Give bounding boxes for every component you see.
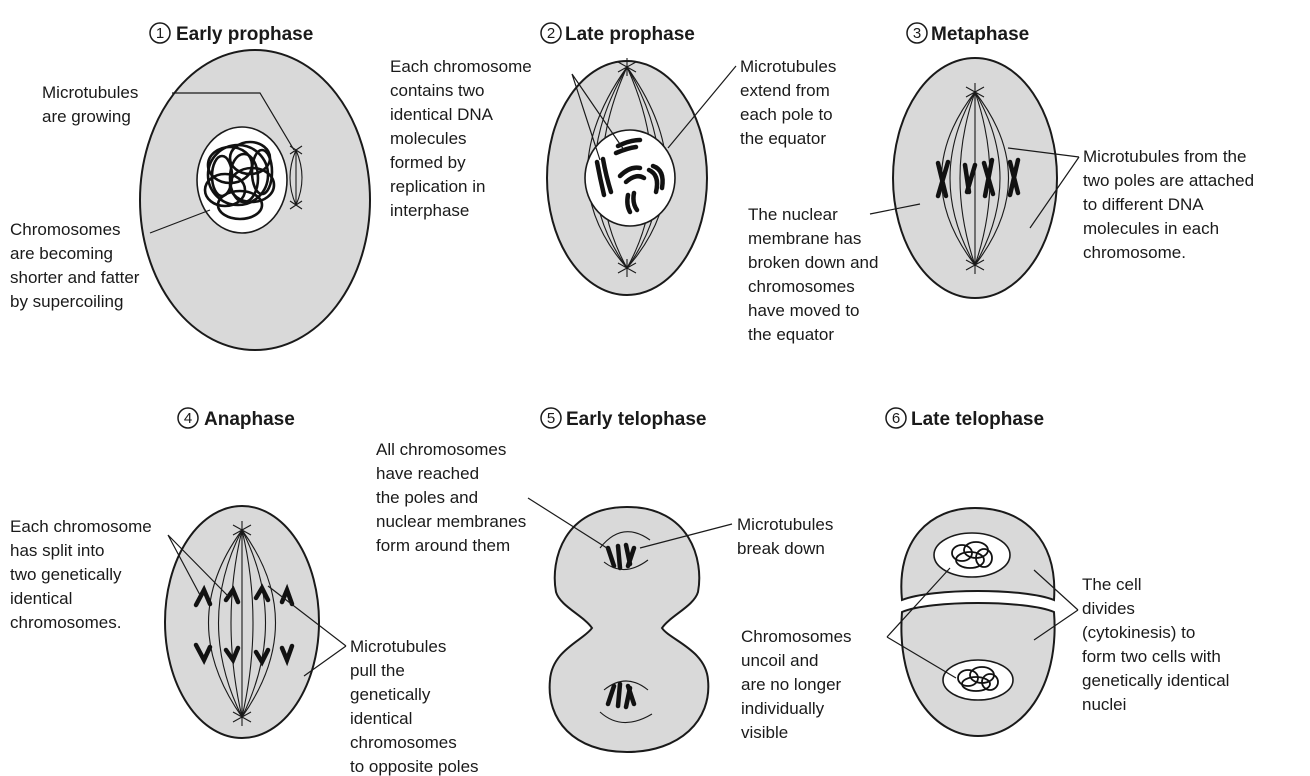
stage-title: Late telophase	[911, 409, 1044, 430]
label-each-chromosome-two-dna: Each chromosome contains two identical D…	[390, 57, 536, 220]
svg-text:4: 4	[184, 410, 192, 427]
label-chromosomes-supercoiling: Chromosomes are becoming shorter and fat…	[10, 220, 144, 311]
label-chromosome-split: Each chromosome has split into two genet…	[10, 517, 156, 632]
label-microtubules-growing: Microtubules are growing	[42, 83, 143, 126]
stage-title: Metaphase	[931, 24, 1029, 45]
label-chromosomes-uncoil: Chromosomes uncoil and are no longer ind…	[741, 627, 856, 742]
svg-text:6: 6	[892, 410, 900, 427]
stage-number-badge: 5	[541, 408, 561, 428]
label-microtubules-break-down: Microtubules break down	[737, 515, 838, 558]
stage-early-prophase: 1 Early prophase Microtubules are growin…	[10, 23, 370, 350]
stage-title: Early prophase	[176, 24, 313, 45]
svg-text:5: 5	[547, 410, 555, 427]
nucleus-top	[934, 533, 1010, 577]
svg-text:2: 2	[547, 25, 555, 42]
stage-title: Late prophase	[565, 24, 695, 45]
stage-title: Anaphase	[204, 409, 295, 430]
stage-number-badge: 1	[150, 23, 170, 43]
svg-text:1: 1	[156, 25, 164, 42]
label-microtubules-extend: Microtubules extend from each pole to th…	[740, 57, 841, 148]
cell-pinching	[550, 507, 709, 752]
stage-late-telophase: 6 Late telophase Chromosomes uncoil and …	[741, 408, 1234, 742]
stage-number-badge: 6	[886, 408, 906, 428]
nucleus-bottom	[943, 660, 1013, 700]
label-microtubules-attached: Microtubules from the two poles are atta…	[1083, 147, 1259, 262]
label-microtubules-pull: Microtubules pull the genetically identi…	[350, 637, 479, 776]
stage-number-badge: 3	[907, 23, 927, 43]
label-chromosomes-reached-poles: All chromosomes have reached the poles a…	[376, 440, 531, 555]
svg-text:3: 3	[913, 25, 921, 42]
stage-title: Early telophase	[566, 409, 706, 430]
label-cell-divides: The cell divides (cytokinesis) to form t…	[1082, 575, 1234, 714]
stage-number-badge: 2	[541, 23, 561, 43]
stage-number-badge: 4	[178, 408, 198, 428]
label-nuclear-membrane-broken: The nuclear membrane has broken down and…	[748, 205, 883, 344]
